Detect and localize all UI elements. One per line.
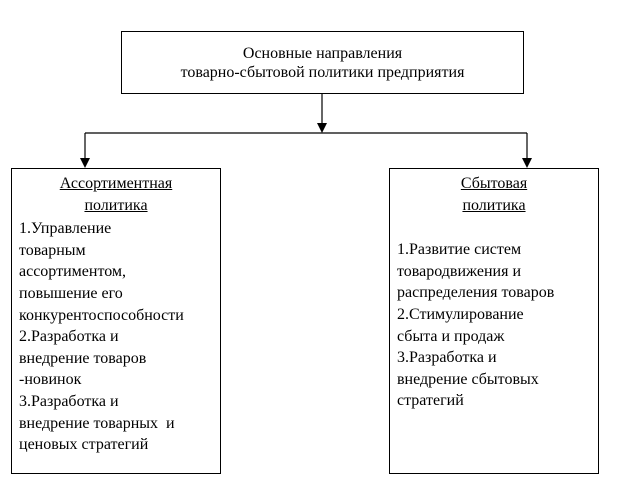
sales-line: сбыта и продаж	[397, 327, 505, 345]
sales-heading-line-1: Сбытовая	[460, 175, 528, 192]
sales-line: 2.Стимулирование	[397, 305, 524, 323]
assortment-heading-line-1: Ассортиментная	[59, 175, 173, 192]
assortment-line: повышение его	[19, 284, 123, 302]
assortment-policy-heading: Ассортиментная политика	[12, 173, 220, 216]
sales-policy-box: Сбытовая политика 1.Развитие систем това…	[389, 168, 599, 474]
sales-policy-heading: Сбытовая политика	[390, 173, 598, 216]
assortment-line: 2.Разработка и	[19, 328, 119, 346]
sales-line: 3.Разработка и	[397, 349, 497, 367]
sales-policy-items: 1.Развитие систем товародвижения и распр…	[390, 239, 598, 412]
sales-line: распределения товаров	[397, 284, 555, 302]
assortment-line: ассортиментом,	[19, 263, 127, 281]
assortment-line: товарным	[19, 241, 86, 259]
sales-line: товародвижения и	[397, 262, 522, 280]
arrowhead-top	[317, 123, 327, 133]
assortment-line: 1.Управление	[19, 220, 112, 238]
assortment-line: конкурентоспособности	[19, 306, 184, 324]
sales-heading-line-2: политика	[462, 196, 526, 214]
assortment-heading-line-2: политика	[84, 196, 148, 214]
arrowhead-left	[80, 158, 90, 168]
sales-line: стратегий	[397, 392, 464, 410]
assortment-line: 3.Разработка и	[19, 392, 119, 410]
arrowhead-right	[522, 158, 532, 168]
assortment-policy-items: 1.Управление товарным ассортиментом, пов…	[12, 218, 220, 456]
assortment-line: внедрение товаров	[19, 349, 147, 367]
sales-line: 1.Развитие систем	[397, 241, 522, 259]
main-title-line-1: Основные направления	[242, 44, 403, 62]
sales-line: внедрение сбытовых	[397, 370, 539, 388]
assortment-policy-box: Ассортиментная политика 1.Управление тов…	[11, 168, 221, 474]
main-directions-box: Основные направления товарно-сбытовой по…	[121, 31, 524, 94]
assortment-line: ценовых стратегий	[19, 436, 149, 454]
assortment-line: -новинок	[19, 371, 82, 389]
assortment-line: внедрение товарных и	[19, 414, 175, 432]
main-title-line-2: товарно-сбытовой политики предприятия	[180, 63, 465, 81]
